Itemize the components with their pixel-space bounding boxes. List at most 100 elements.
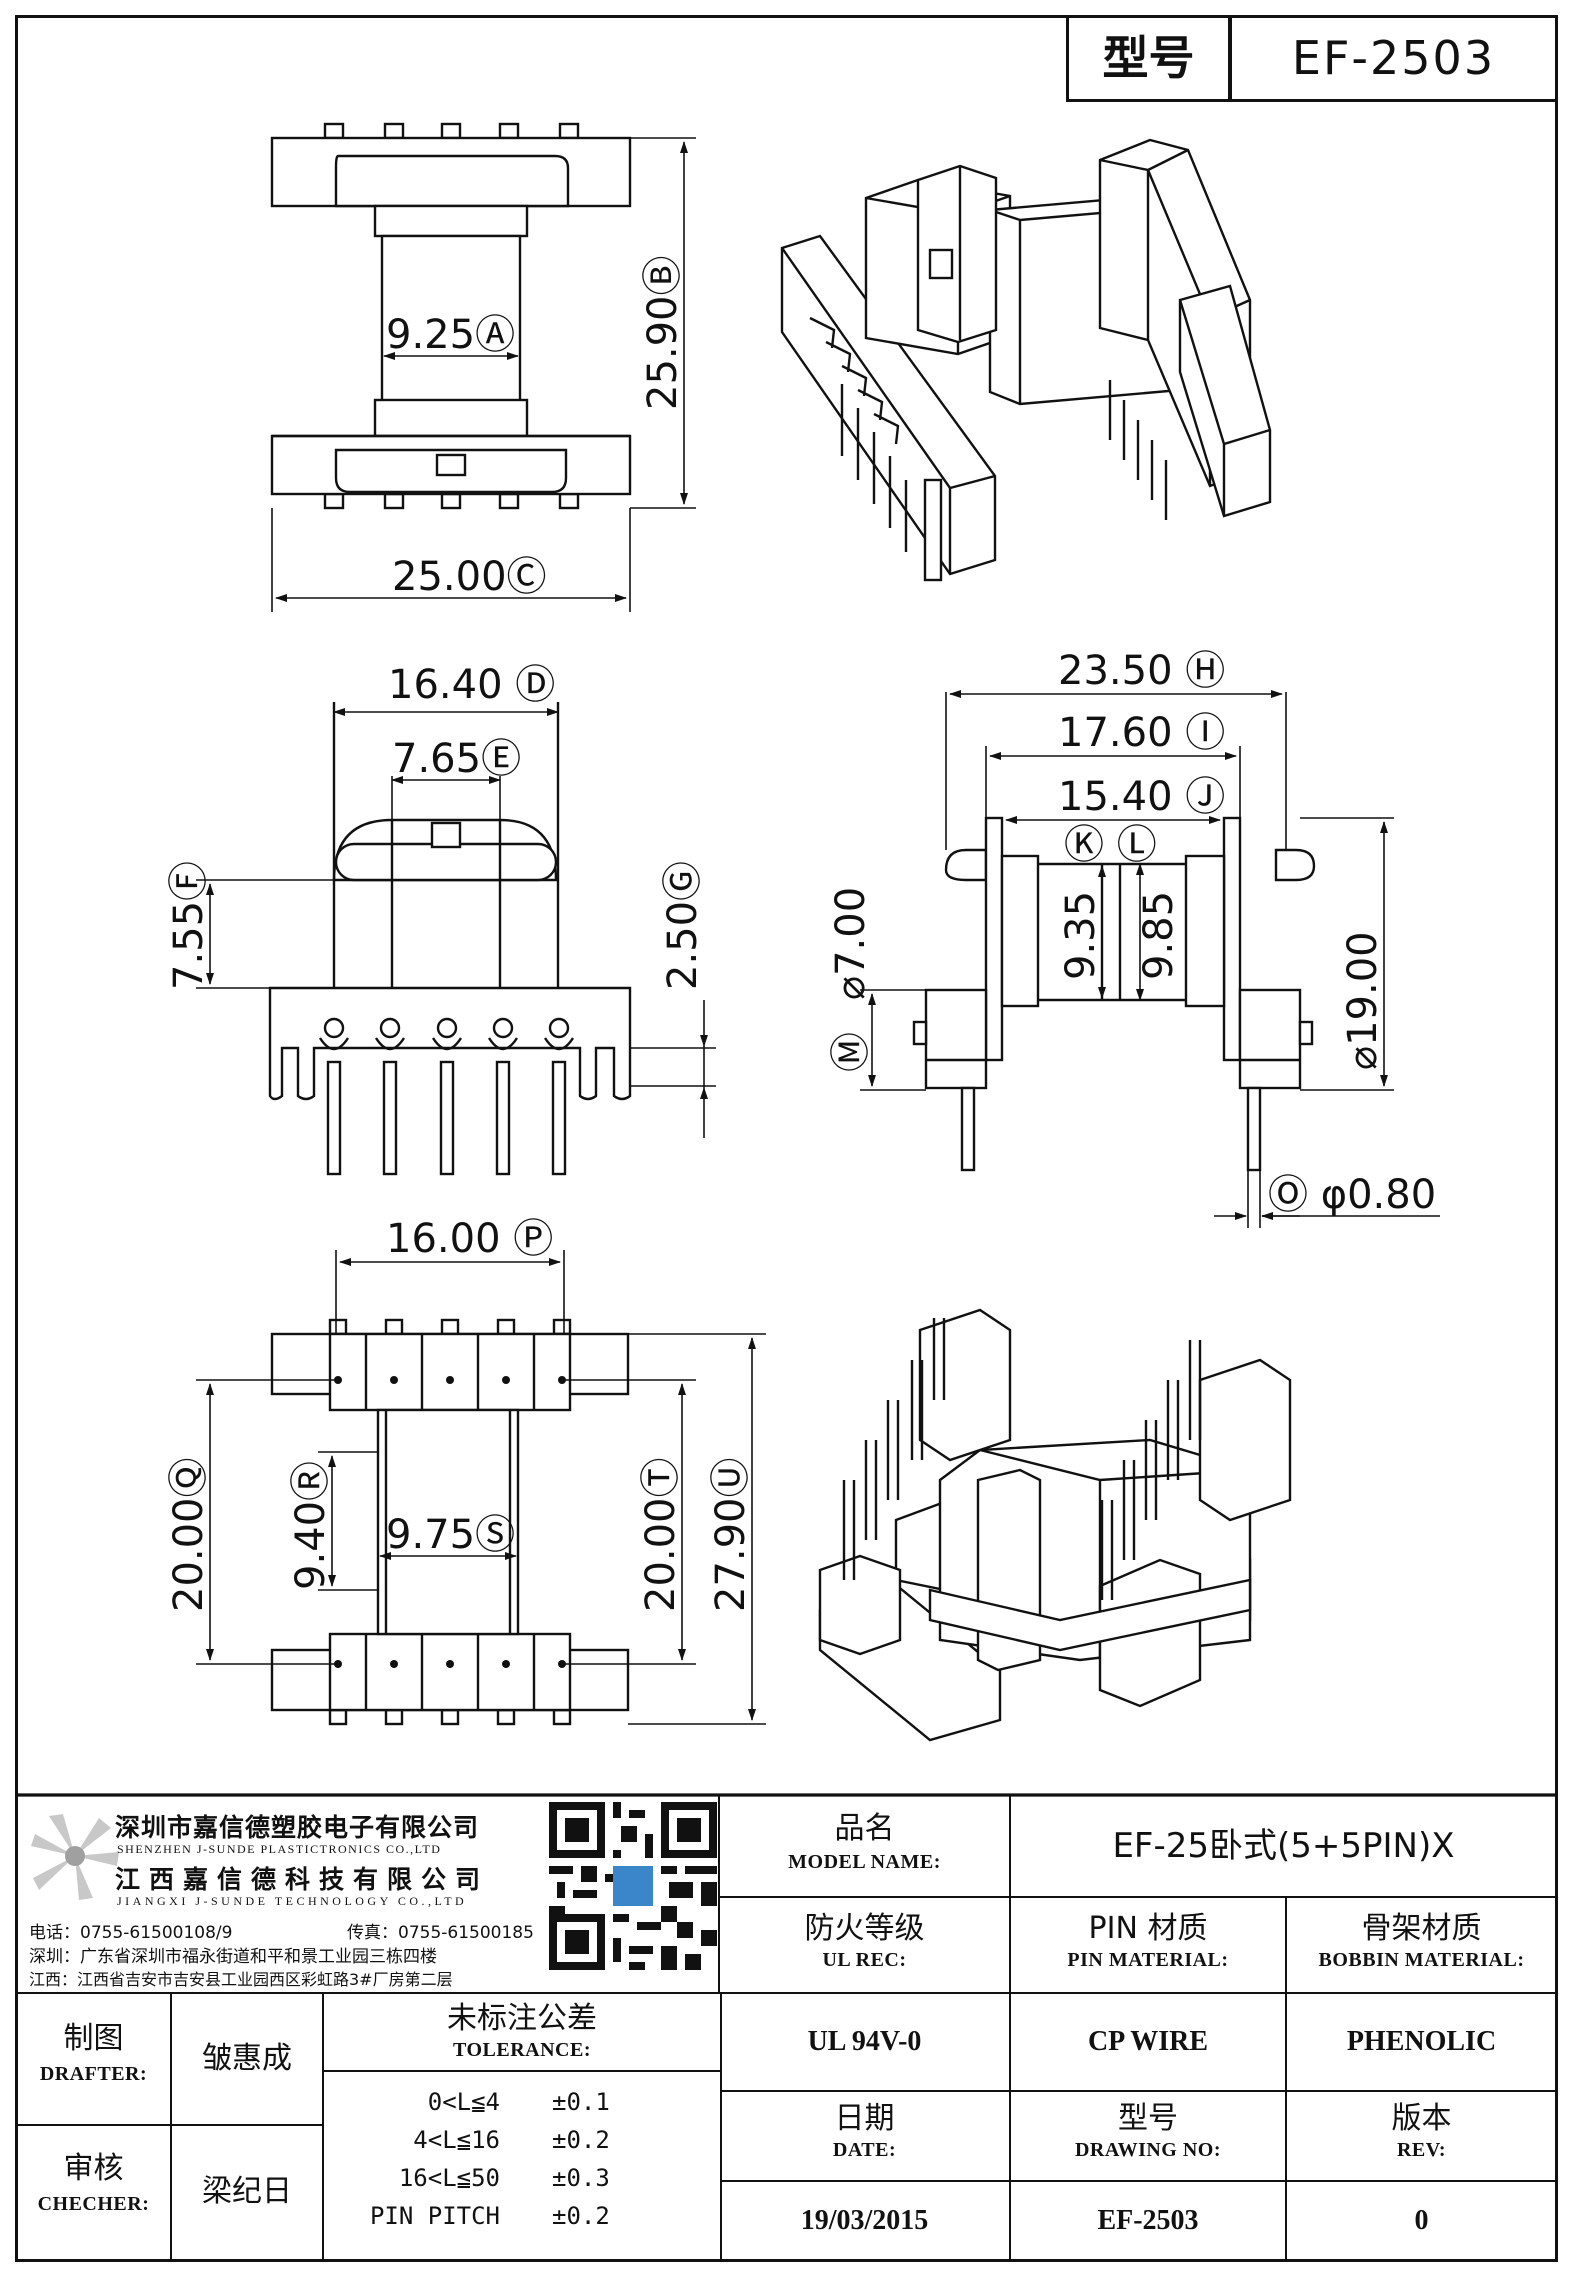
tolerance-row: 0<L≦4 ±0.1 <box>324 2088 720 2124</box>
tolerance-range: 0<L≦4 <box>427 2088 500 2116</box>
dims-bottom: 16.00 Ⓟ 20.00Ⓠ 9.40Ⓡ 9.75Ⓢ 20.00Ⓣ 27.90Ⓤ <box>166 1216 766 1725</box>
company-name-cn-2: 江西嘉信德科技有限公司 <box>115 1865 490 1894</box>
dim-q-label: 20.00Ⓠ <box>166 1457 212 1612</box>
dim-m-marker: Ⓜ <box>828 1032 874 1072</box>
rev-label-cell: 版本 REV: <box>1285 2090 1556 2182</box>
bobbin-cn: 骨架材质 <box>1361 1911 1482 1946</box>
company-name-en-2: JIANGXI J-SUNDE TECHNOLOGY CO.,LTD <box>117 1894 468 1908</box>
header-model-value-text: EF-2503 <box>1291 31 1496 85</box>
header-model-value: EF-2503 <box>1229 18 1555 102</box>
checker-cn: 审核 <box>63 2151 124 2186</box>
date-value: 19/03/2015 <box>800 2205 929 2236</box>
tolerance-table: 0<L≦4 ±0.1 4<L≦16 ±0.2 16<L≦50 ±0.3 PIN … <box>322 2070 722 2260</box>
dim-g-label: 2.50Ⓖ <box>660 861 706 990</box>
drawno-value-cell: EF-2503 <box>1009 2180 1287 2260</box>
tolerance-value: ±0.2 <box>552 2126 610 2154</box>
pin-label-cell: PIN 材质 PIN MATERIAL: <box>1009 1896 1287 1994</box>
view-iso-2 <box>818 1308 1292 1742</box>
dims-front: 16.40 Ⓓ 7.65Ⓔ 7.55Ⓕ 2.50Ⓖ <box>166 662 716 1138</box>
pin-value: CP WIRE <box>1087 2026 1209 2057</box>
model-name-cn: 品名 <box>834 1811 895 1846</box>
ul-value: UL 94V-0 <box>807 2026 922 2057</box>
technical-drawing: 9.25Ⓐ 25.90Ⓑ 25.00Ⓒ <box>17 122 1556 1797</box>
dim-j-label: 15.40 Ⓙ <box>1058 774 1225 820</box>
company-tel: 电话：0755-61500108/9 <box>29 1923 233 1943</box>
date-label-cell: 日期 DATE: <box>720 2090 1011 2182</box>
checker-en: CHECHER: <box>37 2193 150 2215</box>
checker-label-cell: 审核 CHECHER: <box>17 2124 172 2260</box>
tolerance-value: ±0.2 <box>552 2202 610 2230</box>
ul-en: UL REC: <box>822 1949 907 1971</box>
company-name-en-1: SHENZHEN J-SUNDE PLASTICTRONICS CO.,LTD <box>117 1842 442 1856</box>
tolerance-value: ±0.1 <box>552 2088 610 2116</box>
tolerance-range: 4<L≦16 <box>413 2126 500 2154</box>
tolerance-header-cell: 未标注公差 TOLERANCE: <box>322 1992 722 2072</box>
view-side <box>912 816 1316 1172</box>
view-front <box>268 702 632 1176</box>
dim-a-label: 9.25Ⓐ <box>386 312 515 358</box>
view-top <box>270 122 632 510</box>
dim-o-label: Ⓞ φ0.80 <box>1268 1172 1436 1218</box>
date-en: DATE: <box>832 2139 897 2161</box>
bobbin-value: PHENOLIC <box>1346 2026 1497 2057</box>
pin-cn: PIN 材质 <box>1088 1911 1208 1946</box>
pin-en: PIN MATERIAL: <box>1067 1949 1229 1971</box>
dim-k-label: 9.35 <box>1058 891 1104 980</box>
drawno-cn: 型号 <box>1118 2101 1178 2136</box>
ul-cn: 防火等级 <box>804 1911 925 1946</box>
header-model-label: 型号 <box>1066 18 1231 102</box>
company-addr-jx: 江西：江西省吉安市吉安县工业园西区彩虹路3#厂房第二层 <box>29 1970 453 1989</box>
bobbin-value-cell: PHENOLIC <box>1285 1992 1556 2092</box>
dim-u-label: 27.90Ⓤ <box>708 1457 754 1612</box>
date-cn: 日期 <box>834 2101 895 2136</box>
ul-value-cell: UL 94V-0 <box>720 1992 1011 2092</box>
tolerance-en: TOLERANCE: <box>453 2039 591 2061</box>
rev-value-cell: 0 <box>1285 2180 1556 2260</box>
pin-value-cell: CP WIRE <box>1009 1992 1287 2092</box>
model-name-value-cell: EF-25卧式(5+5PIN)X <box>1009 1796 1556 1898</box>
company-name-cn-1: 深圳市嘉信德塑胶电子有限公司 <box>115 1813 480 1842</box>
title-block: 深圳市嘉信德塑胶电子有限公司 SHENZHEN J-SUNDE PLASTICT… <box>17 1796 1556 2260</box>
dim-t-label: 20.00Ⓣ <box>638 1457 684 1612</box>
tolerance-value: ±0.3 <box>552 2164 610 2192</box>
drafter-en: DRAFTER: <box>39 2063 148 2085</box>
tolerance-row: PIN PITCH ±0.2 <box>324 2202 720 2238</box>
dim-h-label: 23.50 Ⓗ <box>1058 648 1225 694</box>
view-bottom <box>270 1318 630 1726</box>
dim-kl-markers: Ⓚ Ⓛ <box>1064 822 1157 868</box>
dim-d-label: 16.40 Ⓓ <box>388 662 555 708</box>
qr-code <box>549 1802 717 1970</box>
company-addr-sz: 深圳：广东省深圳市福永街道和平和景工业园三栋四楼 <box>29 1947 437 1967</box>
bobbin-label-cell: 骨架材质 BOBBIN MATERIAL: <box>1285 1896 1556 1994</box>
drafter-label-cell: 制图 DRAFTER: <box>17 1992 172 2126</box>
company-info: 深圳市嘉信德塑胶电子有限公司 SHENZHEN J-SUNDE PLASTICT… <box>17 1796 720 1994</box>
dim-f-label: 7.55Ⓕ <box>166 861 212 990</box>
dim-p-label: 16.00 Ⓟ <box>386 1216 553 1262</box>
dims-side: 23.50 Ⓗ 17.60 Ⓘ 15.40 Ⓙ Ⓚ Ⓛ 9.35 9.85 ⌀7… <box>828 648 1440 1228</box>
drafter-value-cell: 皱惠成 <box>170 1992 324 2126</box>
dim-c-label: 25.00Ⓒ <box>392 554 547 600</box>
rev-cn: 版本 <box>1391 2101 1452 2136</box>
company-logo <box>31 1814 119 1900</box>
checker-value: 梁纪日 <box>202 2174 292 2209</box>
tolerance-cn: 未标注公差 <box>447 2001 597 2036</box>
dim-b-label: 25.90Ⓑ <box>640 255 686 410</box>
view-iso-1 <box>780 138 1272 582</box>
rev-value: 0 <box>1414 2205 1429 2236</box>
header-model-label-text: 型号 <box>1102 31 1195 85</box>
dims-top: 9.25Ⓐ 25.90Ⓑ 25.00Ⓒ <box>271 137 696 612</box>
tolerance-row: 4<L≦16 ±0.2 <box>324 2126 720 2162</box>
dim-e-label: 7.65Ⓔ <box>392 736 521 782</box>
checker-value-cell: 梁纪日 <box>170 2124 324 2260</box>
dim-l-label: 9.85 <box>1136 891 1182 980</box>
tolerance-range: PIN PITCH <box>369 2202 500 2230</box>
company-fax: 传真：0755-61500185 <box>347 1923 534 1943</box>
drawing-frame <box>15 15 1558 2262</box>
drafter-value: 皱惠成 <box>202 2041 292 2076</box>
dim-s-label: 9.75Ⓢ <box>386 1512 515 1558</box>
bobbin-en: BOBBIN MATERIAL: <box>1318 1949 1525 1971</box>
model-name-label-cell: 品名 MODEL NAME: <box>720 1796 1011 1898</box>
drawno-en: DRAWING NO: <box>1074 2139 1222 2161</box>
date-value-cell: 19/03/2015 <box>720 2180 1011 2260</box>
drafter-cn: 制图 <box>63 2021 124 2056</box>
